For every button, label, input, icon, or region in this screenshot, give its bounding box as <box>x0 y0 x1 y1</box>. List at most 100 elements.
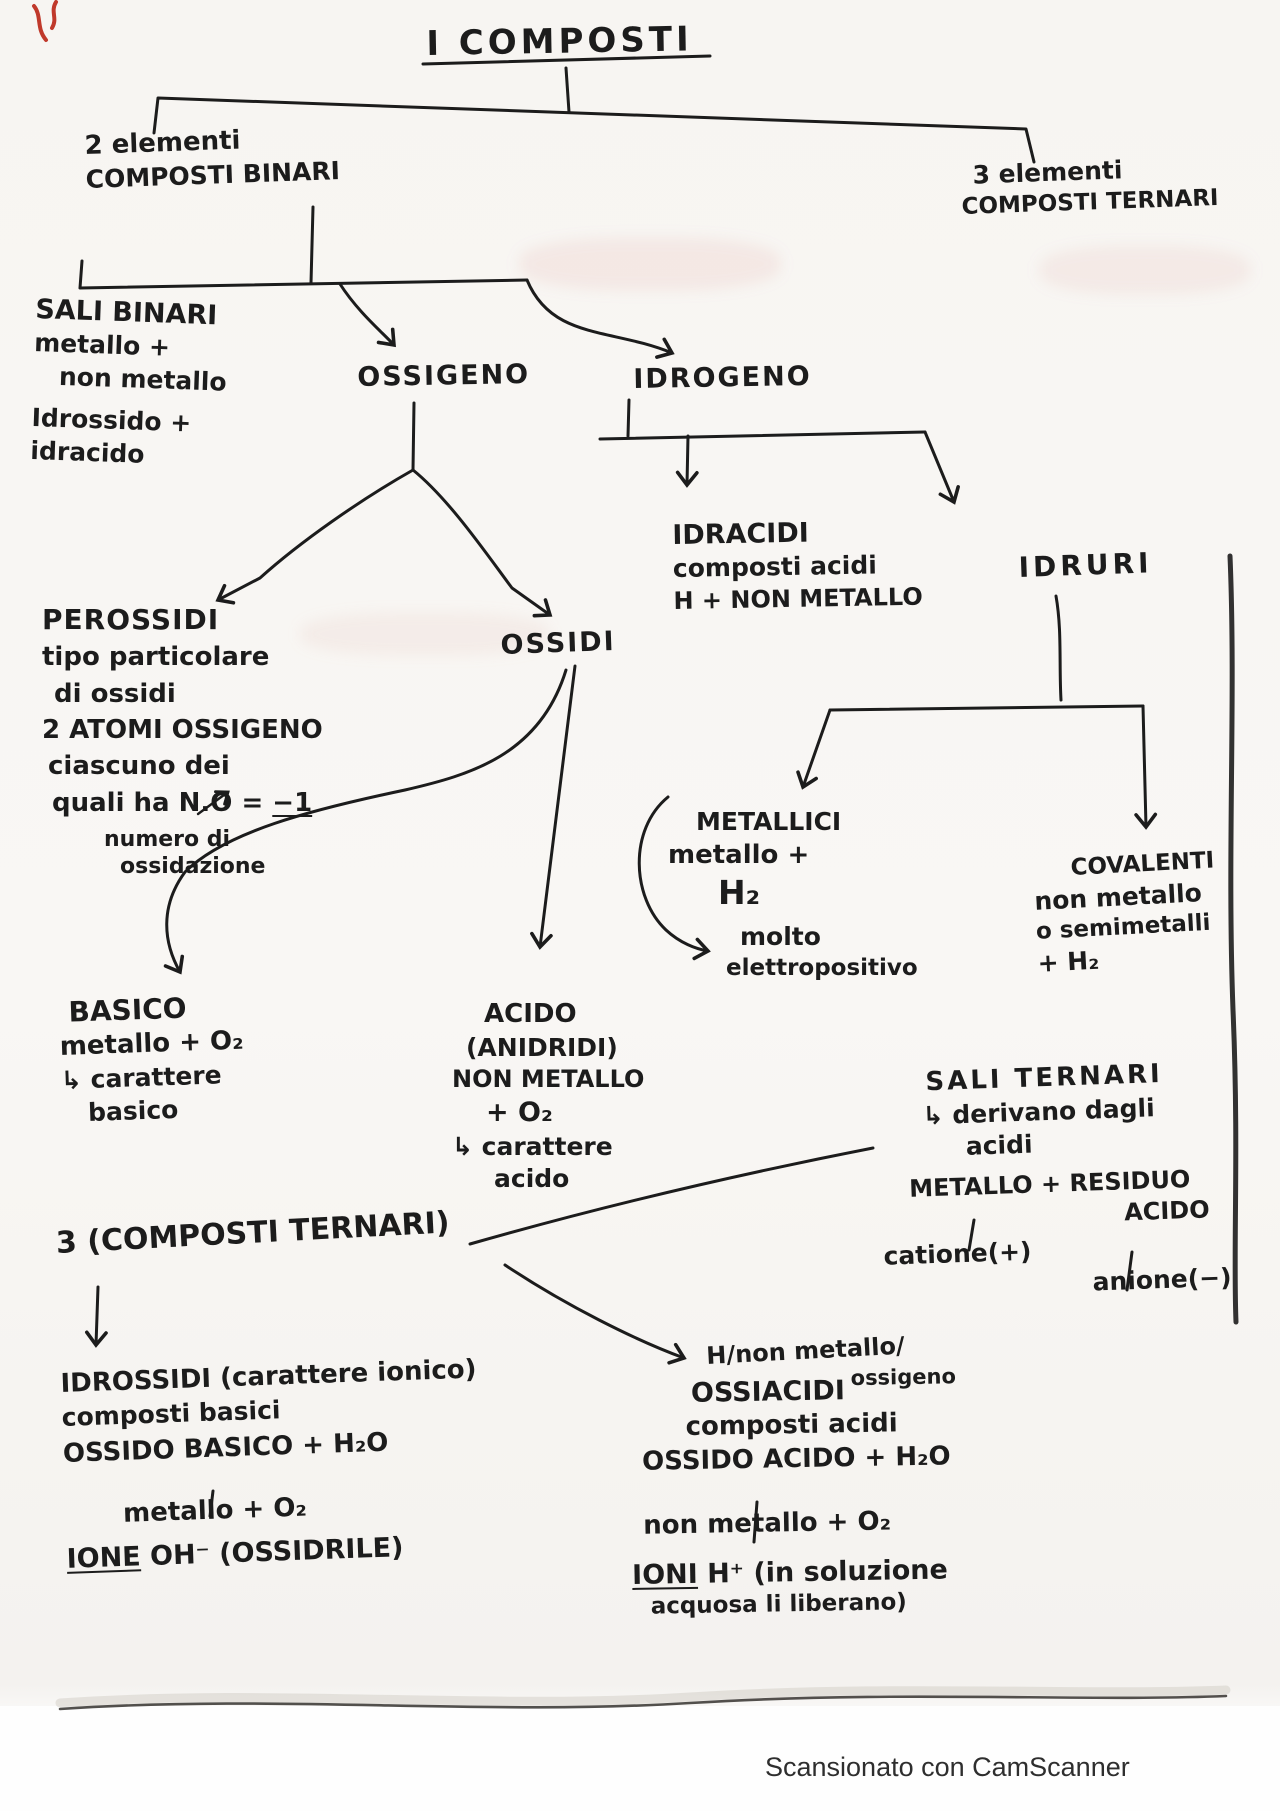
text-line: IDRACIDI <box>672 517 810 551</box>
node-covalenti: COVALENTI non metallo o semimetalli + H₂ <box>1032 846 1220 980</box>
node-perossidi: PEROSSIDI tipo particolare di ossidi 2 A… <box>42 600 323 880</box>
edge-to-covalenti <box>1134 704 1158 830</box>
edge-idrogeno-tail <box>626 398 631 438</box>
node-metallici: METALLICI metallo + H₂ molto elettroposi… <box>668 806 918 984</box>
superscript-note: ossigeno <box>850 1364 957 1391</box>
text-fragment: OSSIACIDI <box>690 1375 846 1410</box>
node-ossidi: OSSIDI <box>500 624 616 663</box>
text-line: METALLICI <box>696 807 842 836</box>
edge-title-tick <box>564 66 571 114</box>
node-composti-binari: 2 elementi COMPOSTI BINARI <box>84 121 340 196</box>
text-line: composti acidi <box>672 550 878 584</box>
node-idrossidi: IDROSSIDI (carattere ionico) composti ba… <box>60 1353 483 1576</box>
text-line: OSSIGENO <box>357 358 531 393</box>
text-line: idracido <box>29 435 146 469</box>
text-line: ACIDO <box>1123 1195 1211 1227</box>
text-line: H + NON METALLO <box>673 582 923 615</box>
edge-ossiacidi-tick <box>752 1500 759 1544</box>
text-line: non metallo + O₂ <box>643 1506 892 1541</box>
edge-to-ossidi <box>411 468 553 618</box>
node-idrogeno: IDROGENO <box>633 359 812 397</box>
text-line: numero di <box>104 827 231 853</box>
text-line: PEROSSIDI <box>42 603 220 636</box>
edge-to-perossidi <box>215 468 415 605</box>
red-pen-mark <box>32 4 48 42</box>
edge-metallici-molto <box>637 795 711 961</box>
text-fragment: OH⁻ (OSSIDRILE) <box>140 1532 404 1573</box>
text-line: H₂ <box>718 873 761 913</box>
text-line: metallo + <box>668 839 810 870</box>
scan-bottom-margin <box>0 1706 1280 1811</box>
text-line: ACIDO <box>484 999 577 1029</box>
text-line: anione(−) <box>1092 1262 1232 1297</box>
text-line: tipo particolare <box>42 642 270 673</box>
scan-edge-artifact <box>1227 553 1239 1325</box>
underlined-word: IONE <box>66 1541 142 1575</box>
edge-ossidi-to-basico <box>163 668 568 975</box>
edge-title-underline <box>421 54 712 66</box>
text-line: non metallo <box>58 361 228 397</box>
text-line: basico <box>87 1094 179 1127</box>
node-acido: ACIDO (ANIDRIDI) NON METALLO + O₂ ↳ cara… <box>452 998 644 1196</box>
node-sali-binari: SALI BINARI metallo + non metallo Idross… <box>30 292 230 474</box>
edge-to-idracidi <box>675 434 699 488</box>
text-line: BASICO <box>68 991 188 1029</box>
text-line: quali ha N.O = −1 <box>52 785 323 821</box>
edge-ossidi-to-acido <box>530 664 577 950</box>
node-idracidi: IDRACIDI composti acidi H + NON METALLO <box>672 514 923 617</box>
edge-idrogeno-bracket <box>598 430 927 441</box>
edge-ossigeno-tail <box>411 401 416 472</box>
text-line: molto <box>740 922 821 952</box>
node-basico: BASICO metallo + O₂ ↳ carattere basico <box>58 989 246 1131</box>
edge-residuo-anione-tick <box>1125 1250 1134 1292</box>
edge-to-idruri <box>923 430 960 505</box>
node-ossigeno: OSSIGENO <box>357 357 530 395</box>
text-line: NON METALLO <box>452 1065 645 1094</box>
red-pen-mark <box>50 0 58 30</box>
edge-to-metallici <box>796 708 832 790</box>
text-line: elettropositivo <box>726 954 918 981</box>
text-line: ↳ carattere <box>452 1131 613 1161</box>
page-title: I COMPOSTI <box>426 17 693 66</box>
text-fragment: H⁺ (in soluzione <box>697 1554 949 1590</box>
edge-to-sali-ternari <box>468 1146 875 1246</box>
text-line: IDROGENO <box>633 360 812 395</box>
text-fragment: quali ha N.O = <box>52 787 273 818</box>
node-idruri: IDRURI <box>1018 545 1153 586</box>
text-line: metallo + O₂ <box>122 1492 308 1529</box>
edge-to-ossigeno <box>338 282 396 348</box>
edge-binari-bracket <box>78 259 529 290</box>
underlined-value: −1 <box>272 787 313 818</box>
text-line: composti acidi <box>685 1408 898 1443</box>
edge-idruri-tail <box>1054 594 1063 702</box>
text-line: ↳ carattere <box>60 1060 223 1096</box>
node-sali-ternari: SALI TERNARI ↳ derivano dagli acidi META… <box>875 1056 1232 1306</box>
node-composti-ternari-top: 3 elementi COMPOSTI TERNARI <box>960 151 1219 222</box>
text-line: 2 ATOMI OSSIGENO <box>42 714 323 745</box>
text-line: OSSIDO ACIDO + H₂O <box>641 1441 951 1477</box>
underlined-word: IONI <box>631 1558 699 1591</box>
edge-to-idrossidi <box>85 1285 108 1348</box>
edge-metallo-catione-tick <box>967 1218 976 1252</box>
text-line: IONI H⁺ (in soluzione <box>632 1552 960 1593</box>
text-line: OSSIDI <box>500 625 617 661</box>
page-curl-shadow <box>55 1685 1231 1708</box>
text-line: ossidazione <box>120 853 266 879</box>
edge-idruri-bracket <box>828 704 1145 712</box>
edge-binari-tail <box>309 205 315 285</box>
text-line: acido <box>494 1164 570 1194</box>
camscanner-credit: Scansionato con CamScanner <box>765 1752 1130 1783</box>
text-line: IDRURI <box>1018 546 1154 584</box>
title-text: I COMPOSTI <box>426 19 694 64</box>
edge-to-ossiacidi <box>503 1263 687 1365</box>
edge-numero-ossidazione <box>196 790 230 816</box>
edge-top-bracket <box>152 96 1036 164</box>
text-line: + O₂ <box>486 1097 553 1129</box>
page-bottom-edge <box>58 1694 1228 1711</box>
credit-text: Scansionato con CamScanner <box>765 1752 1130 1782</box>
edge-idrossidi-tick <box>208 1489 215 1518</box>
text-line: (ANIDRIDI) <box>466 1032 618 1062</box>
